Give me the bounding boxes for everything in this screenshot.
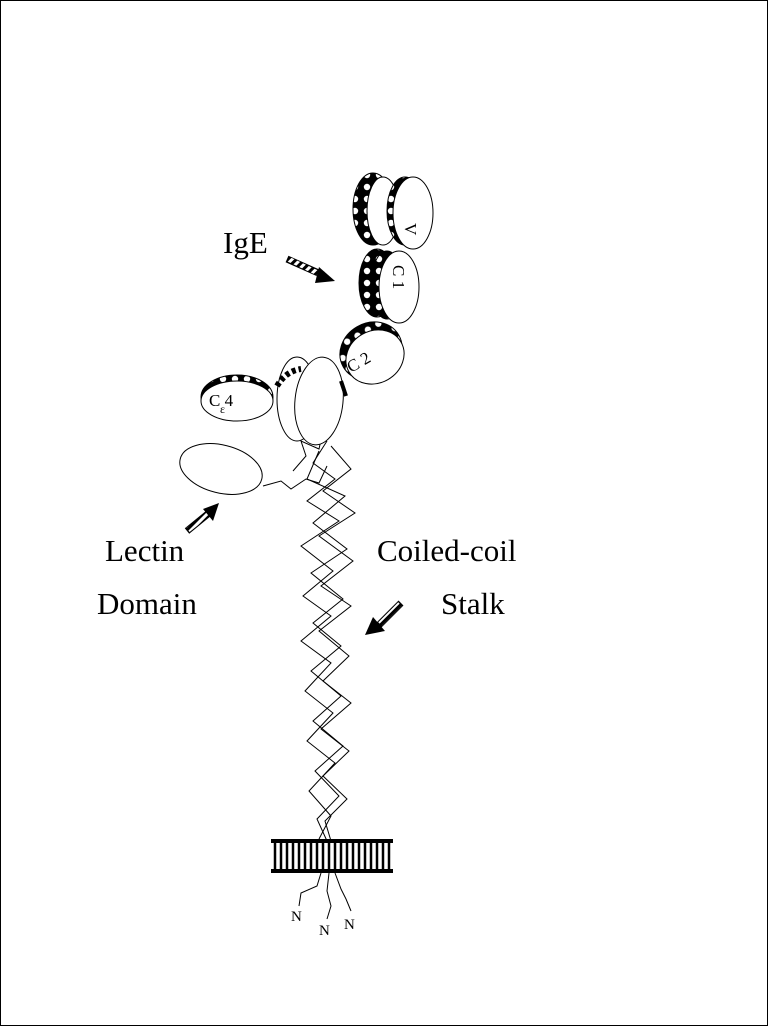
lectin-label-line2: Domain — [97, 586, 197, 621]
stalk-chain-2 — [318, 445, 356, 842]
n-terminus-1: N — [291, 909, 302, 925]
c4-label: C 4 — [209, 391, 234, 410]
c4-domain: C 4 ε — [200, 374, 274, 422]
stalk-label-line1: Coiled-coil — [377, 533, 516, 568]
lectin-connector — [262, 465, 328, 490]
n-terminus-2: N — [319, 923, 330, 939]
ige-label: IgE — [223, 225, 268, 260]
v-label: V — [401, 223, 420, 236]
lectin-label-line1: Lectin — [105, 533, 185, 568]
coiled-coil-stalk — [300, 440, 356, 842]
c3-domains — [274, 356, 348, 446]
membrane — [271, 839, 393, 873]
n-terminus-3: N — [344, 917, 355, 933]
c2-domain: C 2 — [339, 321, 405, 385]
ige-arrow — [285, 255, 335, 283]
c4-epsilon: ε — [220, 402, 225, 416]
stalk-label-line2: Stalk — [441, 586, 505, 621]
v-domain: V — [352, 172, 434, 250]
lectin-arrow — [184, 503, 219, 534]
lectin-domain — [179, 443, 263, 495]
stalk-arrow — [365, 600, 404, 635]
c1-domain: C 1 — [358, 248, 420, 324]
stalk-chain-3 — [306, 450, 348, 842]
cytoplasmic-tails — [298, 872, 352, 920]
stalk-chain-1 — [300, 440, 340, 840]
c1-label: C 1 — [389, 265, 408, 289]
